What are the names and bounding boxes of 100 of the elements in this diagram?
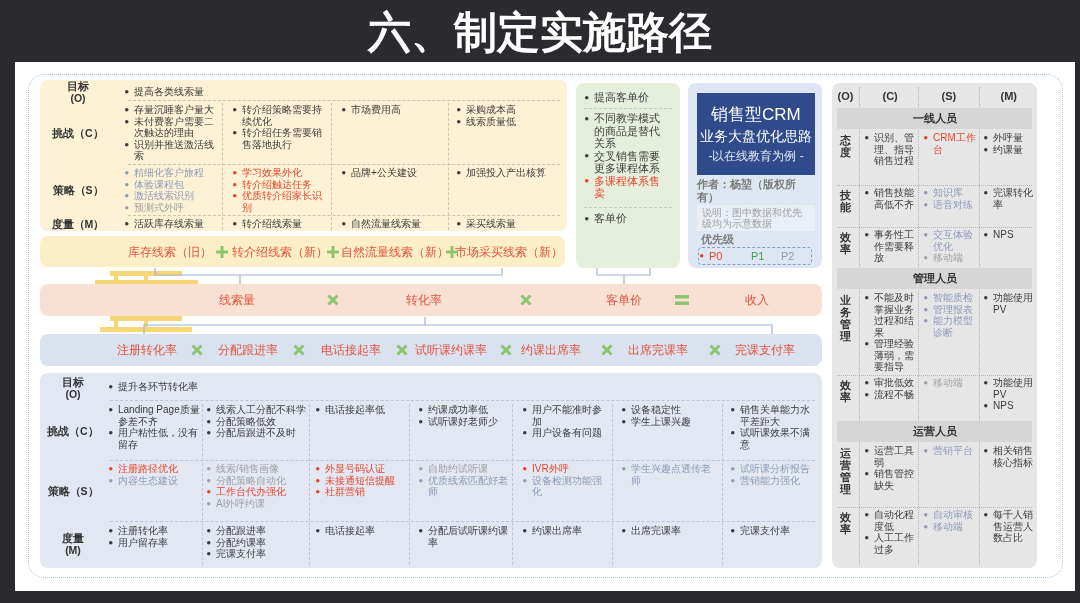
list-item: 线索质量低 [466, 115, 517, 127]
list-item: 分配约课率 [216, 536, 267, 548]
list-item: 存量沉睡客户量大 [134, 104, 215, 116]
list-item: 运营工具弱 [874, 445, 915, 468]
card-caption: -以在线教育为例 - [708, 147, 804, 165]
row-header: 效率 [839, 511, 852, 535]
list-item: 线索人工分配不科学 [216, 404, 307, 416]
list-item: 内容生态建设 [118, 474, 179, 486]
list-item: 事务性工作需要释放 [874, 229, 915, 264]
slide-title: 六、制定实施路径 [368, 7, 712, 58]
legend-label: P1 [751, 250, 765, 262]
formula-band [40, 236, 565, 267]
list-item: 注册转化率 [118, 525, 169, 537]
list-item: 学习效果外化 [242, 167, 303, 179]
list-item: 约课量 [993, 143, 1024, 155]
column-header: (O) [837, 90, 854, 102]
list-item: 销售管控缺失 [874, 468, 915, 491]
list-item: 不能及时掌握业务过程和结果 [874, 292, 915, 338]
list-item: 自动审核 [933, 509, 974, 521]
list-item: 体验课程包 [134, 178, 185, 190]
list-item: 移动端 [933, 377, 964, 389]
formula-term: 约课出席率 [521, 343, 581, 357]
author-credit: 作者：杨堃（版权所有） [697, 178, 797, 203]
formula-band [40, 284, 822, 316]
list-item: 外呼量 [993, 132, 1024, 144]
list-item: 多课程体系售卖 [594, 174, 661, 200]
list-item: 自动化程度低 [874, 509, 915, 532]
section-band [837, 268, 1032, 289]
list-item: 管理经验薄弱，需要指导 [874, 338, 915, 373]
list-item: 销售关单能力水平差距大 [740, 404, 811, 427]
list-item: 分配策略自动化 [216, 474, 287, 486]
list-item: 转介绍线索量 [242, 218, 303, 230]
list-item: IVR外呼 [532, 463, 570, 475]
list-item: 采买线索量 [466, 218, 517, 230]
list-item: 分配后试听课约课率 [428, 525, 509, 548]
list-item: 转介绍触达任务 [242, 178, 312, 190]
list-item: 语音对练 [933, 198, 974, 210]
list-item: 每千人销售运营人数占比 [993, 509, 1034, 544]
list-item: 功能使用PV [993, 292, 1034, 315]
formula-term: 收入 [745, 293, 769, 307]
list-item: 营销能力强化 [740, 474, 801, 486]
card-subtitle: 业务大盘优化思路 [700, 127, 812, 146]
list-item: 能力模型诊断 [933, 315, 974, 338]
list-item: 自然流量线索量 [351, 218, 422, 230]
table-panel [40, 373, 822, 568]
row-header: 策略（S） [52, 184, 104, 196]
list-item: 交互体验优化 [933, 229, 974, 252]
list-item: CRM工作台 [933, 132, 977, 155]
list-item: 不同教学模式的商品是替代关系 [594, 112, 661, 150]
list-item: 智能质检 [933, 292, 974, 304]
list-item: 识别、管理、指导销售过程 [874, 132, 915, 167]
row-header: 策略（S） [47, 484, 99, 497]
list-item: 约课成功率低 [428, 404, 489, 416]
band-title: 管理人员 [912, 272, 957, 285]
list-item: 外显号码认证 [325, 463, 386, 475]
list-item: 试听课分析报告 [740, 463, 811, 475]
formula-term: 转化率 [406, 293, 442, 307]
list-item: 知识库 [933, 187, 964, 199]
list-item: 试听课好老师少 [428, 415, 499, 427]
list-item: 工作台代办强化 [216, 486, 287, 498]
list-item: 客单价 [594, 212, 628, 225]
list-item: 分配跟进率 [216, 525, 267, 537]
row-header: 度量（M） [51, 218, 105, 230]
column-header: (S) [941, 90, 957, 102]
row-header: 目标 (O) [61, 376, 85, 400]
formula-term: 注册转化率 [117, 343, 177, 357]
list-item: 提高客单价 [594, 91, 650, 104]
list-item: 优质转介绍家长识别 [242, 190, 323, 213]
list-item: 用户设备有问题 [532, 427, 603, 439]
list-item: NPS [993, 400, 1015, 412]
column-header: (M) [1000, 90, 1017, 102]
legend-title: 优先级 [701, 233, 734, 245]
formula-term: 试听课约课率 [415, 343, 487, 357]
list-item: AI外呼约课 [216, 497, 267, 509]
section-band [837, 421, 1032, 442]
list-item: 分配后跟进不及时 [216, 427, 297, 439]
list-item: 完课支付率 [216, 548, 267, 560]
section-band [837, 108, 1032, 129]
row-header: 效率 [839, 379, 852, 403]
list-item: 人工工作过多 [874, 532, 915, 555]
list-item: 品牌+公关建设 [351, 167, 418, 179]
list-item: 学生上课兴趣 [631, 415, 692, 427]
list-item: 设备稳定性 [631, 404, 682, 416]
info-panel [688, 83, 822, 268]
formula-term: 线索量 [219, 293, 255, 307]
row-header: 挑战（C） [47, 425, 99, 437]
list-item: 线索/销售画像 [216, 463, 280, 475]
list-item: 未接通短信提醒 [325, 474, 396, 486]
list-item: Landing Page质量参差不齐 [118, 404, 200, 427]
list-item: 交叉销售需要更多课程体系 [594, 149, 661, 175]
list-item: 预测式外呼 [134, 201, 185, 213]
list-item: 提高各类线索量 [134, 86, 205, 98]
table-panel [40, 80, 567, 231]
note-text: 说明：图中数据和优先级均为示意数据 [702, 207, 803, 229]
row-header: 效率 [839, 231, 852, 255]
list-item: 激活线索识别 [134, 190, 195, 202]
list-item: 转介绍策略需要持续优化 [242, 104, 323, 127]
row-header: 态度 [839, 134, 852, 158]
list-item: 提升各环节转化率 [118, 381, 199, 393]
list-item: 销售技能高低不齐 [874, 187, 915, 210]
